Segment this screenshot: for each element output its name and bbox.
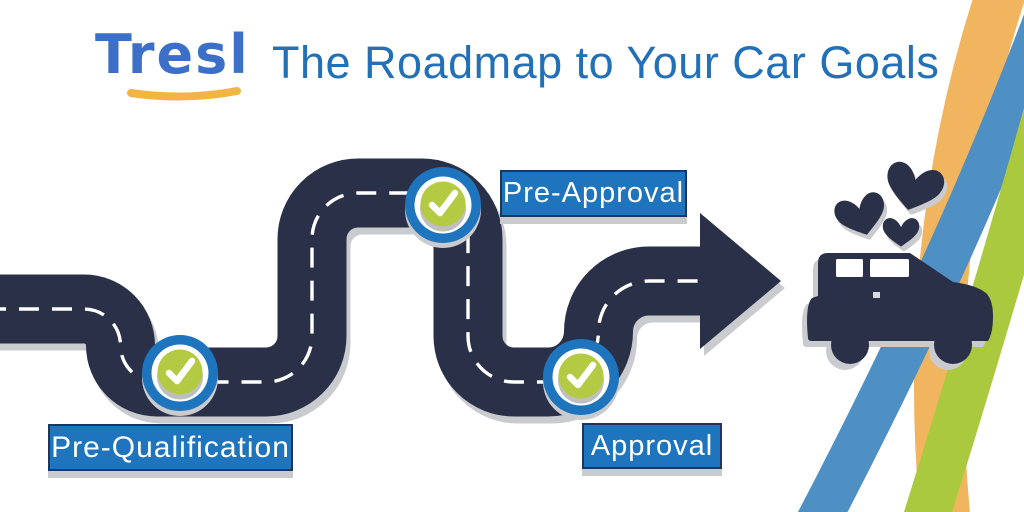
milestone-label-pre-qualification: Pre-Qualification (48, 424, 293, 471)
arrow-right-icon (700, 213, 781, 349)
milestone-marker-pre-approval (405, 167, 481, 248)
logo-underline-swoosh-icon (127, 87, 241, 101)
road (0, 158, 781, 417)
milestone-marker-pre-qualification (142, 335, 218, 416)
check-icon (165, 357, 196, 385)
milestone-markers (142, 167, 619, 420)
car (802, 253, 993, 370)
decorative-stripes (797, 0, 1024, 512)
page-title: The Roadmap to Your Car Goals (272, 37, 940, 88)
check-icon (566, 361, 597, 389)
stripe-green (903, 107, 1024, 512)
stripe-blue (797, 14, 1024, 512)
car-window-rear (836, 259, 863, 277)
milestone-label-pre-approval: Pre-Approval (500, 170, 687, 217)
milestone-marker-approval (543, 339, 619, 420)
logo-wordmark: Tresl (95, 23, 250, 86)
check-icon (428, 189, 459, 217)
car-door-handle (873, 292, 880, 298)
milestone-label-approval: Approval (582, 423, 722, 469)
car-window-front (870, 259, 909, 277)
